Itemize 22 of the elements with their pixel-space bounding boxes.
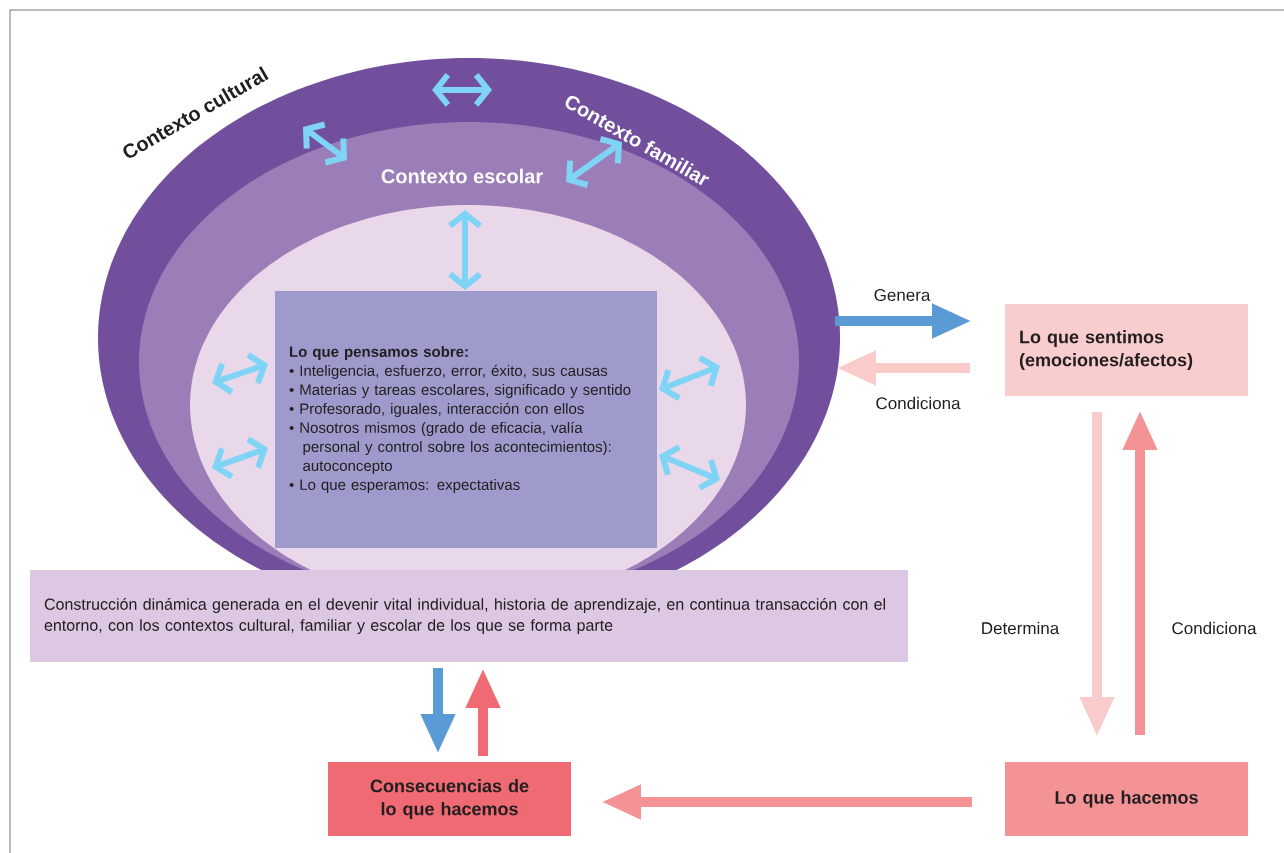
bullet-item: • Nosotros mismos (grado de eficacia, valía personal y control sobre los acontecimientos): autoconcepto <box>289 421 611 474</box>
text-box <box>328 762 571 836</box>
edge-label: Condiciona <box>874 395 962 411</box>
bullet-item: • Profesorado, iguales, interacción con ellos <box>289 402 584 417</box>
bullet-item: • Lo que esperamos: expectativas <box>289 479 520 493</box>
box-text: Lo que hacemos <box>1055 790 1198 808</box>
arrow <box>303 121 347 166</box>
heading: Lo que pensamos sobre: <box>290 346 468 360</box>
edge-label: Determina <box>979 620 1061 636</box>
text-box <box>1005 304 1248 396</box>
box-text: Construcción dinámica generada en el devenir vital individual, historia de aprendizaje, en continua transacción con el entorno, con los contextos cultural, familiar y escolar de los que se forma parte <box>44 597 885 635</box>
arrow <box>448 210 482 290</box>
text-box <box>30 570 908 662</box>
edge-label: Condiciona <box>1170 620 1258 636</box>
text-box <box>275 291 657 548</box>
edge-label: Genera <box>872 288 932 302</box>
bullet-item: • Materias y tareas escolares, significado y sentido <box>289 384 631 398</box>
band-label: Contexto escolar <box>381 168 543 184</box>
box-text: Lo que sentimos (emociones/afectos) <box>1019 330 1193 370</box>
box-text: Consecuencias de lo que hacemos <box>370 779 529 819</box>
bullet-item: • Inteligencia, esfuerzo, error, éxito, sus causas <box>289 364 608 379</box>
text-box <box>1005 762 1248 836</box>
